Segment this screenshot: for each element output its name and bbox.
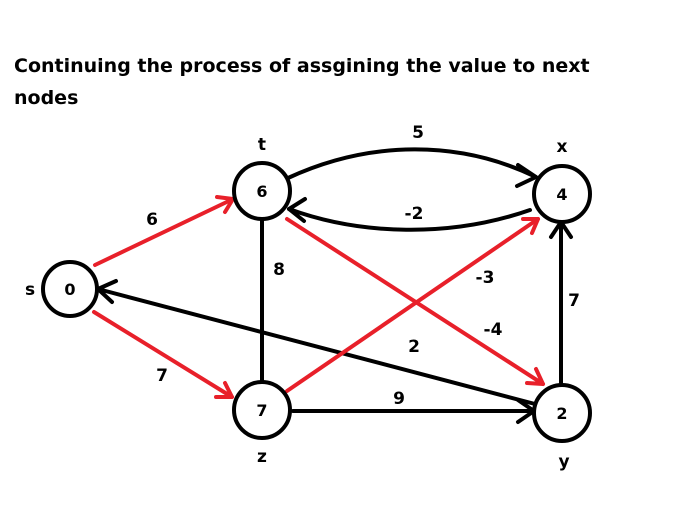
node-x-label: x: [557, 137, 568, 157]
edge-s-z: [92, 310, 234, 399]
weight-y-s: 2: [408, 337, 420, 357]
weight-t-z: 8: [273, 260, 285, 280]
weight-s-t: 6: [146, 210, 158, 230]
arrowhead-t-x: [515, 163, 538, 188]
node-y-value: 2: [556, 404, 567, 423]
arrowhead-s-z: [214, 381, 234, 399]
weight-y-x: 7: [568, 291, 580, 311]
node-z-value: 7: [256, 401, 267, 420]
node-t: [232, 161, 292, 221]
weight-t-x: 5: [412, 123, 424, 143]
node-s-value: 0: [64, 280, 75, 299]
node-y: [532, 383, 592, 443]
arrowhead-x-t: [287, 197, 307, 223]
node-y-label: y: [558, 452, 569, 472]
node-z: [232, 380, 292, 440]
weight-z-x: -3: [476, 268, 495, 288]
edge-s-t: [93, 197, 235, 267]
arrowhead-t-y: [525, 367, 545, 386]
node-t-value: 6: [256, 182, 267, 201]
weight-s-z: 7: [156, 366, 168, 386]
node-x-value: 4: [556, 185, 567, 204]
edge-t-y: [285, 217, 545, 386]
arrowhead-z-x: [521, 217, 540, 235]
weight-t-y: -4: [484, 320, 503, 340]
node-z-label: z: [257, 447, 267, 467]
weight-x-t: -2: [405, 204, 424, 224]
weight-z-y: 9: [393, 389, 405, 409]
node-s-label: s: [25, 280, 35, 300]
edge-x-t: [287, 207, 532, 232]
node-s: [41, 260, 99, 318]
diagram-title: Continuing the process of assgining the …: [14, 55, 590, 109]
node-t-label: t: [258, 135, 266, 155]
edge-y-s: [96, 287, 537, 406]
edge-z-x: [285, 217, 540, 393]
edge-t-x: [286, 147, 538, 180]
arrowhead-s-t: [215, 195, 235, 214]
node-x: [532, 164, 592, 224]
